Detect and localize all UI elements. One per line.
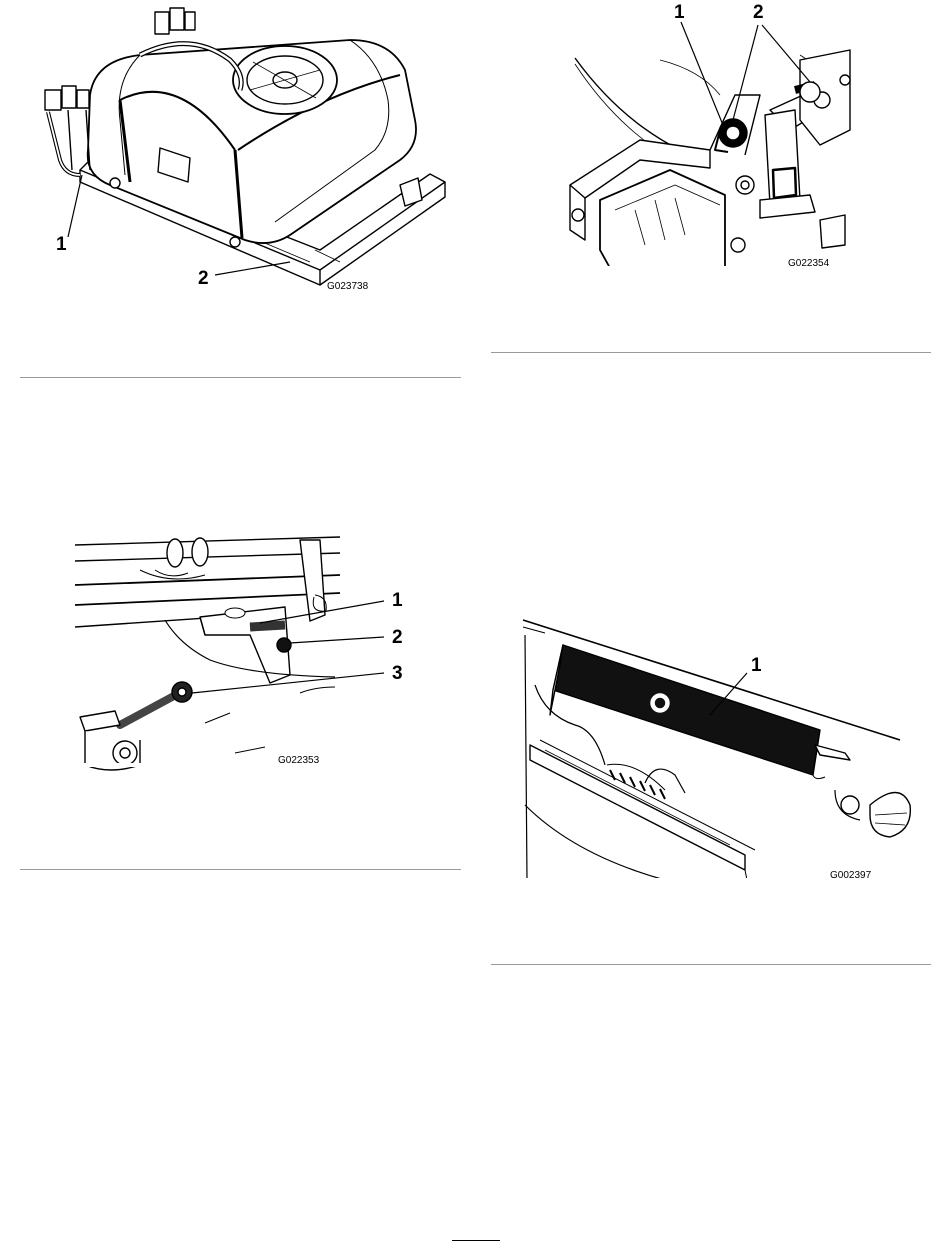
divider-line [20,869,461,870]
callout-3: 3 [392,663,403,684]
pivot-pin-illustration: 1 2 G022354 [560,0,860,280]
figure-code: G023738 [327,281,369,292]
bracket-rod-illustration: 1 2 3 G022353 [70,525,420,775]
spray-tank-illustration: 1 2 G023738 [20,0,460,310]
divider-line [491,964,931,965]
callout-2: 2 [392,627,403,648]
callout-1: 1 [751,655,762,676]
callout-2: 2 [198,268,209,289]
callout-2: 2 [753,2,764,23]
figure-code: G022354 [788,258,830,269]
black-strip-illustration: 1 G002397 [515,605,915,890]
callout-1: 1 [392,590,403,611]
callout-1: 1 [674,2,685,23]
callout-1: 1 [56,234,67,255]
figure-black-strip: 1 G002397 [515,605,915,890]
figure-bracket-rod: 1 2 3 G022353 [70,525,420,775]
divider-line [20,377,461,378]
figure-pivot-pin: 1 2 G022354 [560,0,860,280]
divider-line [491,352,931,353]
figure-spray-tank: 1 2 G023738 [20,0,460,310]
figure-code: G022353 [278,755,320,766]
figure-code: G002397 [830,870,872,881]
page-footer-rule [452,1240,500,1241]
